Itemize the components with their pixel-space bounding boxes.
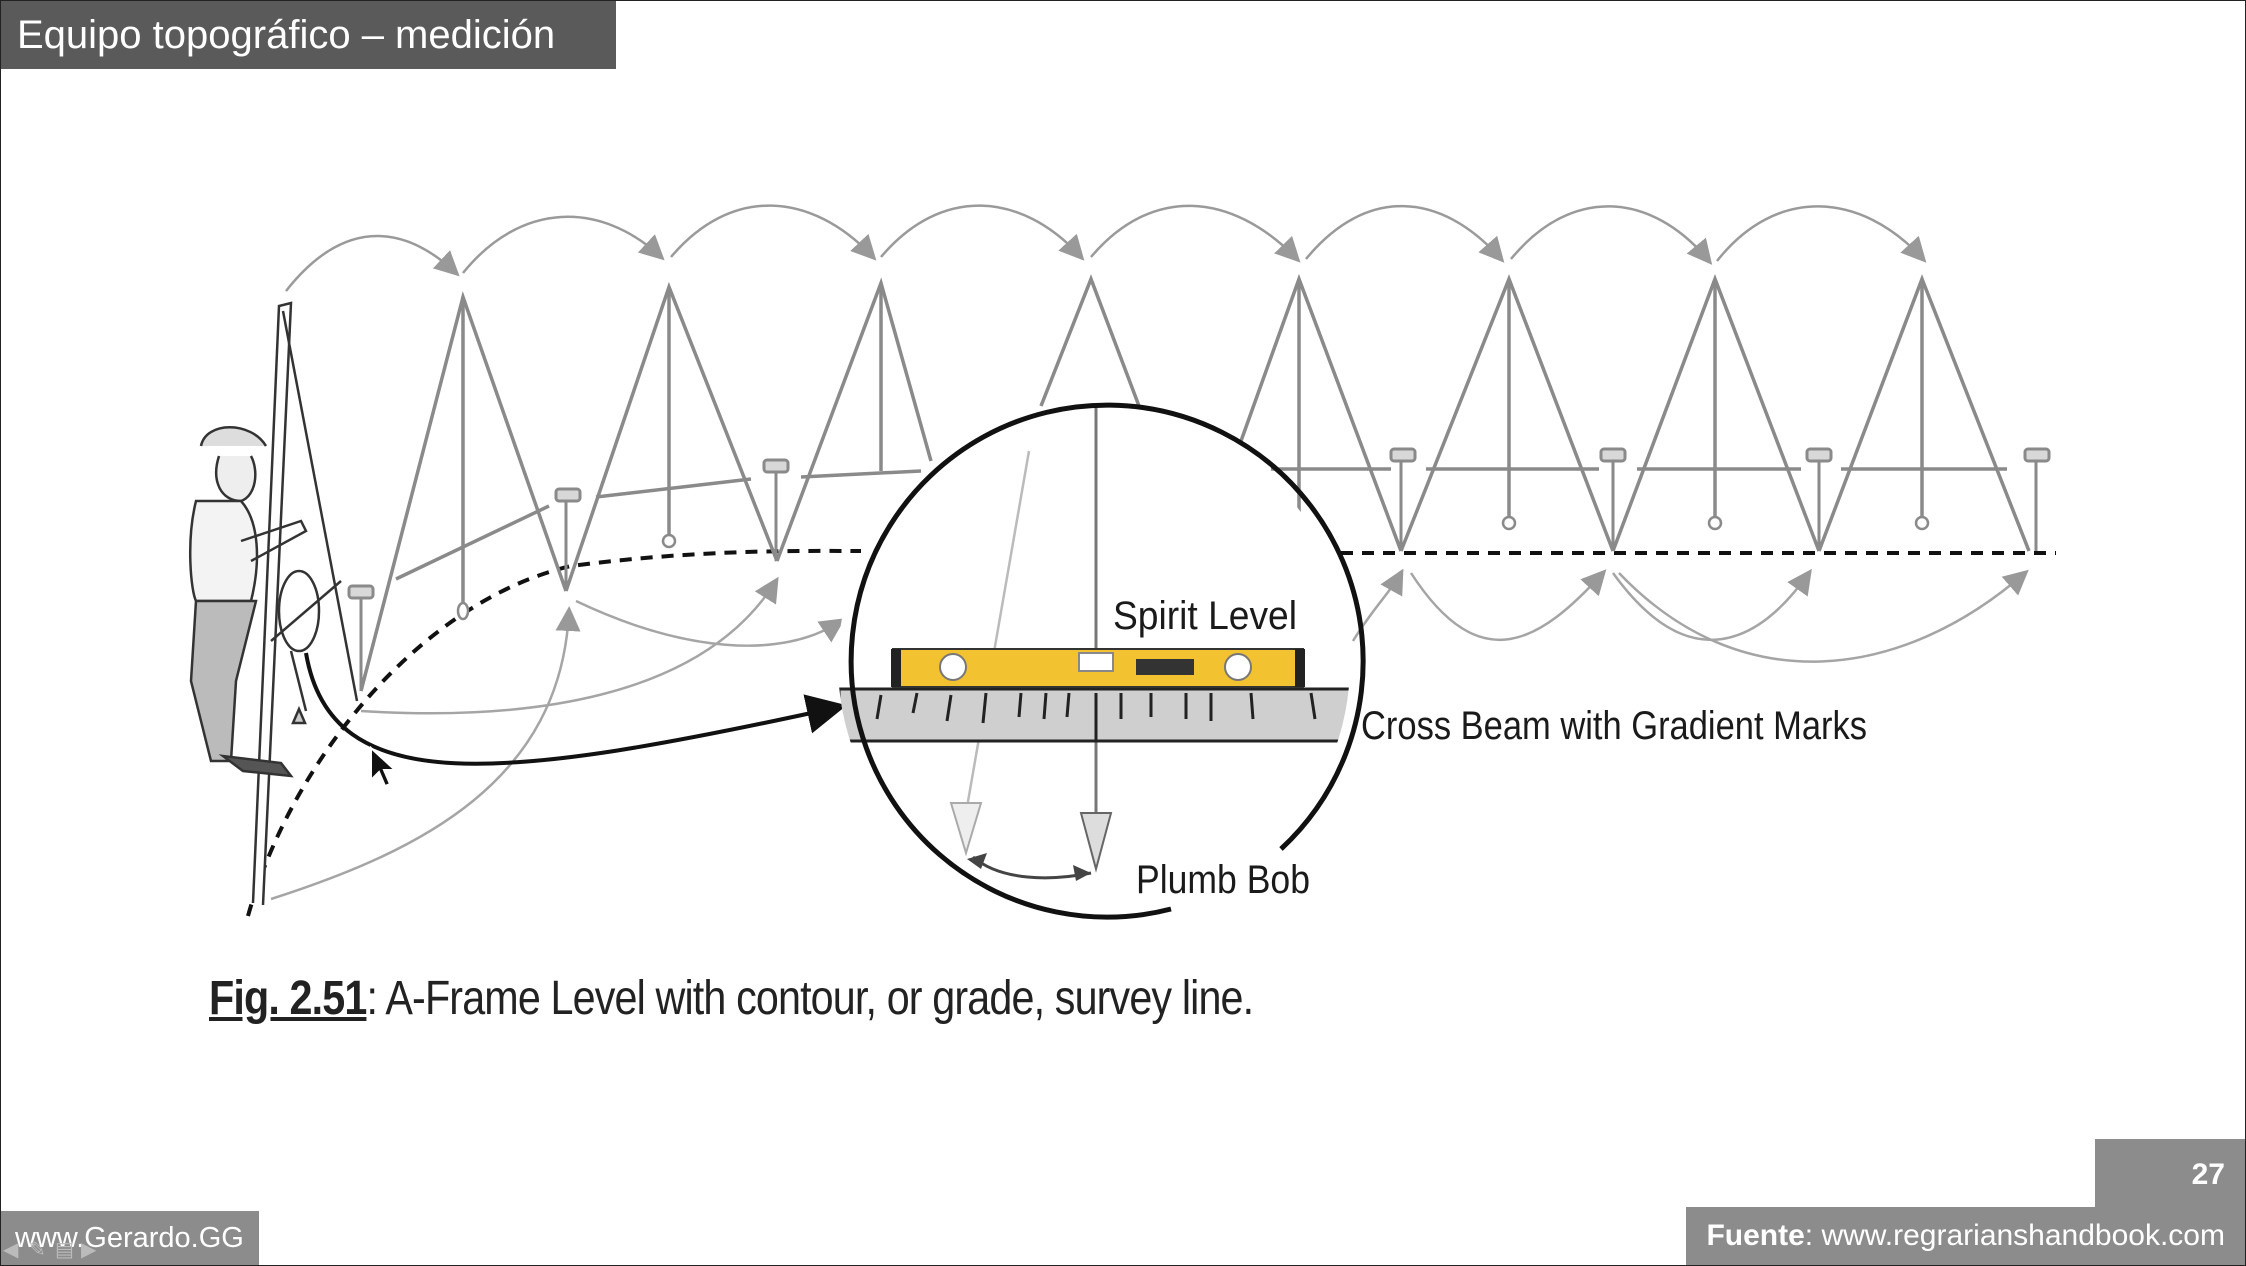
magnifier-inset <box>838 402 1366 920</box>
nav-next-icon[interactable]: ▶ <box>81 1239 97 1261</box>
nav-prev-icon[interactable]: ◀ <box>3 1239 19 1261</box>
plumb-rings <box>456 515 1930 621</box>
plumb-bob-icon <box>1079 812 1113 873</box>
pointer-arrow <box>304 652 847 766</box>
stakes <box>347 447 2051 691</box>
slide-nav-controls: ◀ ✎ ▤ ▶ <box>3 1239 105 1263</box>
page-number: 27 <box>2095 1139 2245 1207</box>
arrow-pointer-icon <box>370 746 397 788</box>
plumb-bob-label: Plumb Bob <box>1136 858 1310 902</box>
survey-line <box>246 548 862 917</box>
figure-caption-text: : A-Frame Level with contour, or grade, … <box>366 972 1254 1025</box>
a-frames <box>359 273 2031 692</box>
nav-pen-icon[interactable]: ✎ <box>29 1239 46 1261</box>
spirit-level-label: Spirit Level <box>1113 594 1297 638</box>
source-url: : www.regrarianshandbook.com <box>1804 1219 2225 1252</box>
website-footer: www.Gerardo.GG <box>1 1211 259 1265</box>
walk-arcs-bottom <box>270 568 2029 901</box>
source-credit: Fuente: www.regrarianshandbook.com <box>1686 1207 2245 1265</box>
figure-caption: Fig. 2.51: A-Frame Level with contour, o… <box>209 971 1254 1026</box>
nav-menu-icon[interactable]: ▤ <box>55 1239 74 1261</box>
figure-ref: Fig. 2.51 <box>209 972 367 1025</box>
source-label: Fuente <box>1706 1219 1805 1252</box>
slide-title: Equipo topográfico – medición <box>1 1 616 69</box>
surveyor-figure <box>189 301 359 906</box>
walk-arcs-top <box>285 204 1927 292</box>
cross-beam-label: Cross Beam with Gradient Marks <box>1361 704 1867 748</box>
